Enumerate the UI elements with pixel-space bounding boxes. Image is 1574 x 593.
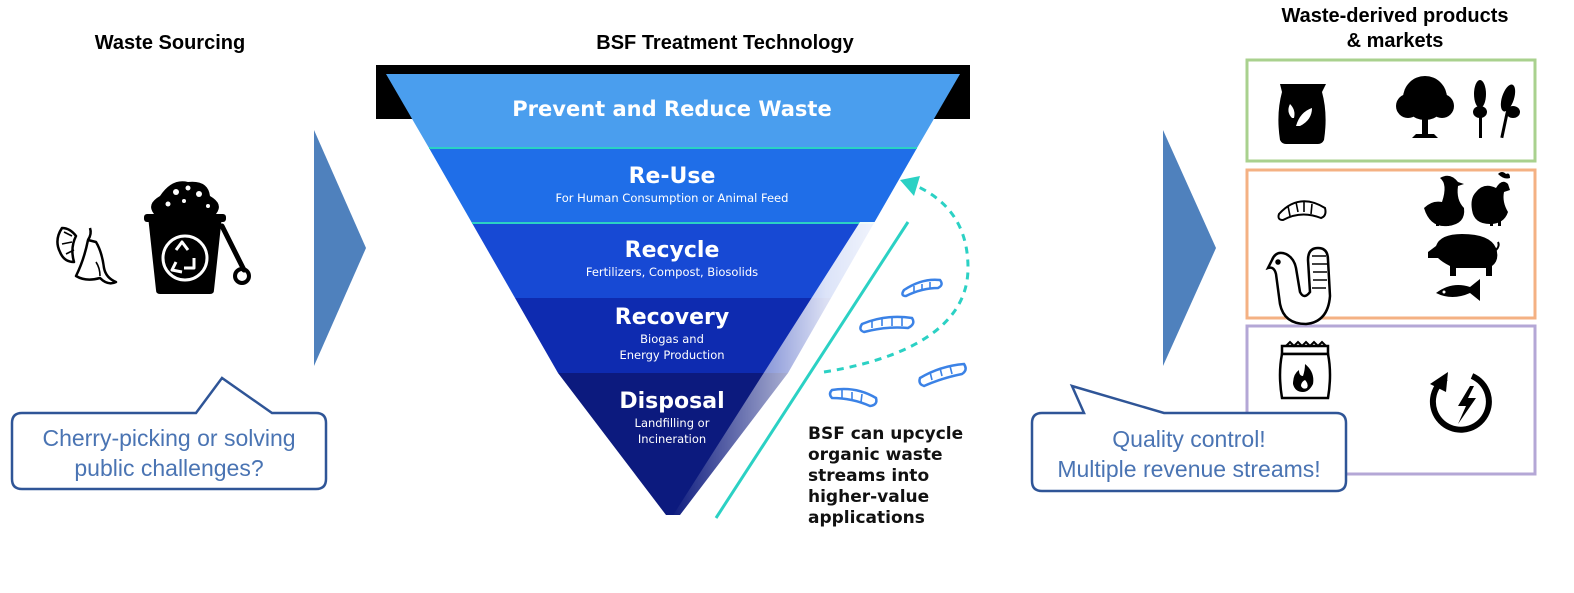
- pyramid-title-disposal: Disposal: [619, 389, 724, 414]
- pyramid-sub-disposal-1: Landfilling or: [635, 416, 710, 430]
- fuel-briquette-bag-icon: [1278, 340, 1332, 400]
- pyramid-level-recycle: [472, 223, 874, 298]
- bsf-upcycle-note: BSF can upcycle organic waste streams in…: [808, 424, 988, 529]
- larva-icon: [828, 387, 878, 408]
- bsf-note-line: higher-value: [808, 487, 930, 507]
- compost-bin-icon: [144, 181, 251, 294]
- bsf-note-line: organic waste: [808, 445, 943, 465]
- tree-icon: [1396, 76, 1454, 138]
- pyramid-level-reuse: [429, 148, 917, 223]
- pyramid-sub-reuse: For Human Consumption or Animal Feed: [556, 191, 789, 205]
- bsf-note-line: BSF can upcycle: [808, 424, 964, 444]
- pig-icon: [1428, 234, 1500, 276]
- fertilizer-bag-icon: [1278, 84, 1326, 144]
- callout-left-shape: [10, 376, 328, 491]
- duck-icon: [1424, 175, 1465, 227]
- pyramid-level-prevent: [386, 74, 960, 148]
- renewable-energy-icon: [1429, 372, 1492, 433]
- worm-icon: [1265, 246, 1332, 326]
- heading-products-line1: Waste-derived products: [1281, 5, 1509, 27]
- callout-right: Quality control! Multiple revenue stream…: [1034, 424, 1344, 484]
- upcycle-dashed-arrow: [823, 182, 970, 374]
- fish-icon: [1436, 279, 1480, 301]
- callout-right-shape: [1030, 384, 1348, 493]
- heading-products-line2: & markets: [1346, 30, 1444, 52]
- flow-arrow-left: [314, 130, 366, 366]
- larva-icon: [859, 315, 915, 334]
- food-scraps-icon: [56, 226, 118, 285]
- pyramid-title-prevent: Prevent and Reduce Waste: [512, 97, 831, 121]
- pyramid-title-recycle: Recycle: [625, 238, 720, 263]
- pyramid-level-recovery: [515, 298, 831, 373]
- heading-products: Waste-derived products & markets: [1250, 4, 1540, 54]
- larva-icon: [901, 278, 943, 298]
- pyramid-sub-recovery-1: Biogas and: [640, 332, 704, 346]
- chicken-icon: [1471, 172, 1510, 226]
- bsf-larvae-group: [828, 278, 967, 408]
- heading-waste-sourcing: Waste Sourcing: [94, 32, 246, 54]
- teal-diagonal-line: [714, 221, 910, 519]
- larva-outline-icon: [1277, 200, 1327, 222]
- pyramid-sub-disposal-2: Incineration: [638, 432, 706, 446]
- pyramid-level-disposal: [558, 373, 788, 515]
- callout-right-line2: Multiple revenue streams!: [1057, 456, 1321, 482]
- callout-left: Cherry-picking or solving public challen…: [14, 423, 324, 483]
- pyramid-sub-recycle: Fertilizers, Compost, Biosolids: [586, 265, 758, 279]
- wheat-icon: [1473, 80, 1520, 139]
- callout-right-line1: Quality control!: [1112, 426, 1266, 452]
- waste-hierarchy-pyramid: [386, 74, 960, 520]
- bsf-note-line: applications: [808, 508, 925, 528]
- bsf-note-line: streams into: [808, 466, 930, 486]
- larva-icon: [918, 362, 967, 388]
- pyramid-title-reuse: Re-Use: [629, 164, 716, 189]
- upcycle-arrowhead: [900, 176, 920, 196]
- heading-bsf-treatment: BSF Treatment Technology: [596, 32, 854, 54]
- pyramid-fade-overlay: [670, 222, 910, 520]
- pyramid-sub-recovery-2: Energy Production: [619, 348, 724, 362]
- callout-left-line1: Cherry-picking or solving: [42, 425, 296, 451]
- callout-left-line2: public challenges?: [74, 455, 264, 481]
- pyramid-title-recovery: Recovery: [615, 305, 729, 330]
- flow-arrow-right: [1163, 130, 1216, 366]
